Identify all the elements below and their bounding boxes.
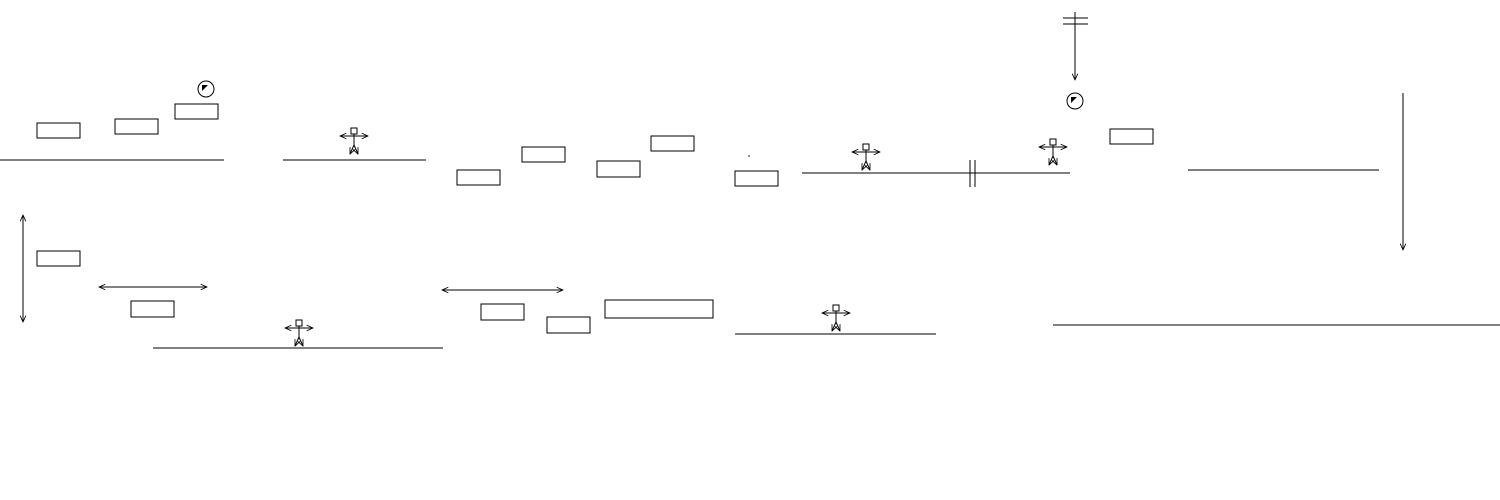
- input-box[interactable]: [521, 146, 566, 163]
- input-box[interactable]: [734, 170, 779, 187]
- input-box[interactable]: [36, 122, 81, 139]
- stick-figure-icon: [340, 127, 368, 154]
- stick-figure-icon: [822, 304, 850, 331]
- stick-figure-icon: [852, 143, 880, 170]
- input-box[interactable]: [596, 160, 641, 178]
- input-box[interactable]: [650, 135, 695, 152]
- break-mark-icon: [969, 160, 976, 187]
- input-box[interactable]: [456, 169, 501, 186]
- dot-mark: [748, 155, 750, 157]
- dial-icon: [197, 80, 215, 98]
- input-box[interactable]: [1109, 128, 1154, 145]
- dial-icon: [1066, 92, 1084, 110]
- input-box[interactable]: [36, 250, 81, 267]
- input-box[interactable]: [480, 303, 525, 321]
- input-box[interactable]: [114, 118, 159, 135]
- input-box[interactable]: [546, 316, 591, 334]
- stick-figure-icon: [1039, 138, 1067, 165]
- input-box[interactable]: [130, 300, 175, 318]
- input-box[interactable]: [604, 299, 714, 319]
- stick-figure-icon: [285, 319, 313, 346]
- input-box[interactable]: [174, 103, 219, 120]
